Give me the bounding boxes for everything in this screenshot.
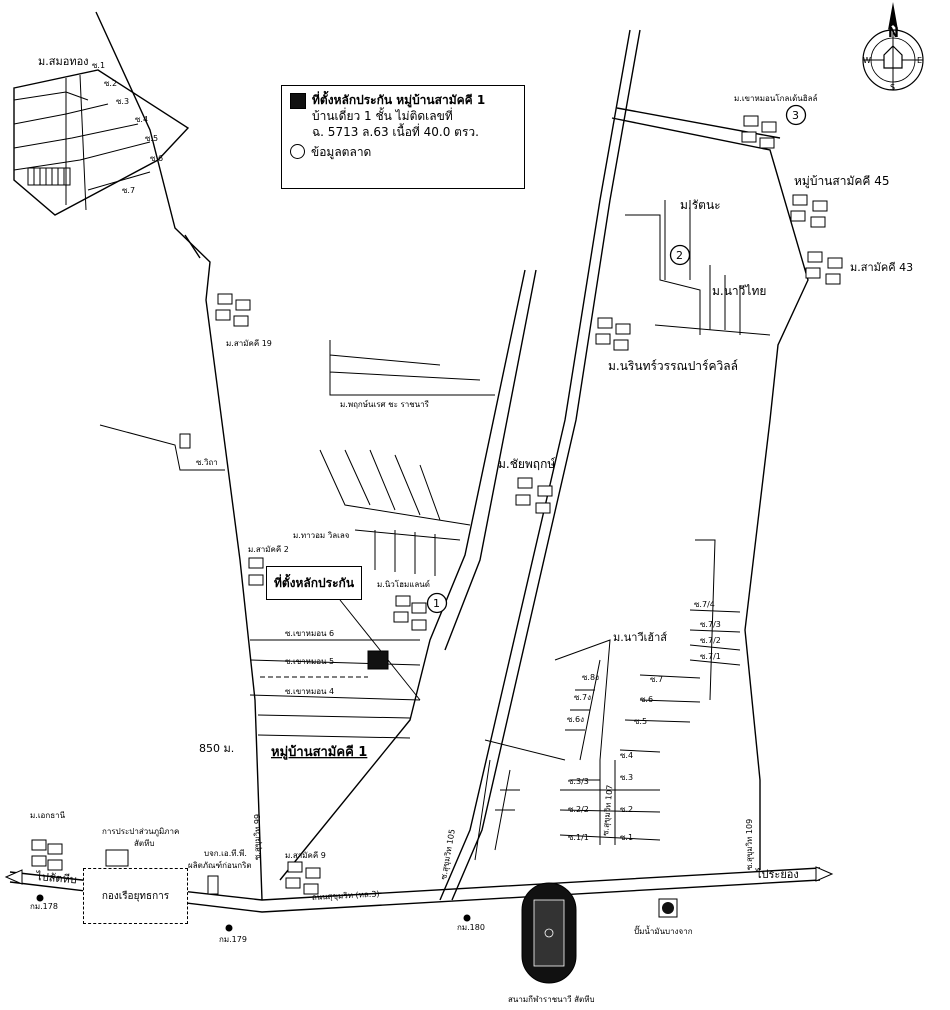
km180-marker-icon bbox=[463, 914, 471, 922]
marker-2-label: 2 bbox=[676, 249, 683, 262]
collateral-site-box: ที่ตั้งหลักประกัน bbox=[266, 566, 362, 600]
svg-text:ม.รัตนะ: ม.รัตนะ bbox=[680, 198, 721, 212]
stadium-icon bbox=[521, 882, 577, 984]
legend-market: ข้อมูลตลาด bbox=[290, 144, 516, 160]
east-streets bbox=[474, 200, 771, 861]
svg-text:ม.นรินทร์วรรณปาร์ควิลล์: ม.นรินทร์วรรณปาร์ควิลล์ bbox=[608, 359, 738, 373]
svg-text:850 ม.: 850 ม. bbox=[199, 742, 234, 755]
svg-text:ซ.เขาหมอน 4: ซ.เขาหมอน 4 bbox=[285, 687, 334, 696]
svg-text:ซ.สุขุมวิท 107: ซ.สุขุมวิท 107 bbox=[601, 784, 614, 836]
svg-text:ซ.เขาหมอน 5: ซ.เขาหมอน 5 bbox=[285, 657, 334, 666]
svg-text:ถนนสุขุมวิท (ทล.3): ถนนสุขุมวิท (ทล.3) bbox=[312, 889, 380, 902]
marker-3-label: 3 bbox=[792, 109, 799, 122]
compass-e-label: E bbox=[917, 56, 922, 65]
svg-text:ซ.7/4: ซ.7/4 bbox=[694, 600, 715, 609]
collateral-swatch-icon bbox=[290, 93, 306, 109]
svg-text:ม.เอกธานี: ม.เอกธานี bbox=[30, 811, 66, 820]
svg-text:ม.ทาวอม วิลเลจ: ม.ทาวอม วิลเลจ bbox=[293, 531, 350, 540]
svg-text:ซ.5: ซ.5 bbox=[145, 134, 158, 143]
navy-fleet-box: กองเรือยุทธการ bbox=[83, 868, 188, 924]
svg-text:ม.พฤกษ์นเรศ ชะ ราชนารี: ม.พฤกษ์นเรศ ชะ ราชนารี bbox=[340, 399, 430, 409]
svg-text:ม.นิวโฮมแลนด์: ม.นิวโฮมแลนด์ bbox=[377, 579, 430, 589]
compass bbox=[862, 2, 924, 91]
svg-text:ม.สามัคคี 9: ม.สามัคคี 9 bbox=[285, 851, 326, 860]
svg-text:ซ.7/1: ซ.7/1 bbox=[700, 652, 721, 661]
arrow-right-icon bbox=[815, 866, 834, 882]
svg-text:ม.นาวีไทย: ม.นาวีไทย bbox=[712, 284, 766, 298]
arrow-left-icon bbox=[4, 869, 23, 885]
gas-station-icon bbox=[658, 898, 678, 918]
svg-text:ปั๊มน้ำมันบางจาก: ปั๊มน้ำมันบางจาก bbox=[634, 925, 693, 936]
svg-text:บจก.เอ.ที.พี.: บจก.เอ.ที.พี. bbox=[204, 849, 247, 858]
svg-text:ม.ชัยพฤกษ์: ม.ชัยพฤกษ์ bbox=[498, 457, 556, 471]
svg-text:ซ.7/3: ซ.7/3 bbox=[700, 620, 721, 629]
sukhumvit-105-road bbox=[439, 29, 631, 901]
svg-text:ซ.สุขุมวิท 99: ซ.สุขุมวิท 99 bbox=[253, 814, 262, 860]
svg-text:ซ.2: ซ.2 bbox=[620, 805, 633, 814]
compass-w-label: W bbox=[863, 56, 871, 65]
house-clusters bbox=[31, 115, 843, 895]
road-center bbox=[279, 269, 526, 881]
legend-collateral: ที่ตั้งหลักประกัน หมู่บ้านสามัคคี 1 บ้าน… bbox=[290, 92, 516, 140]
svg-text:ซ.3: ซ.3 bbox=[116, 97, 129, 106]
svg-text:ผลิตภัณฑ์ก่อนกริต: ผลิตภัณฑ์ก่อนกริต bbox=[188, 860, 252, 870]
svg-text:ม.สามัคคี 19: ม.สามัคคี 19 bbox=[226, 339, 272, 348]
compass-n-label: N bbox=[888, 26, 899, 41]
som-thong-village bbox=[13, 69, 190, 216]
svg-text:ซ.1: ซ.1 bbox=[620, 833, 633, 842]
km178-marker-icon bbox=[36, 894, 44, 902]
svg-text:ซ.6: ซ.6 bbox=[640, 695, 653, 704]
svg-text:สนามกีฬาราชนาวี สัตหีบ: สนามกีฬาราชนาวี สัตหีบ bbox=[508, 995, 595, 1004]
compass-s-label: S bbox=[890, 83, 895, 92]
label-som-thong: ม.สมอทอง bbox=[38, 55, 89, 68]
svg-text:ซ.4: ซ.4 bbox=[135, 115, 148, 124]
svg-text:ซ.3: ซ.3 bbox=[620, 773, 633, 782]
road-west bbox=[95, 11, 263, 901]
svg-text:ซ.4: ซ.4 bbox=[620, 751, 633, 760]
svg-text:ซ.7/2: ซ.7/2 bbox=[700, 636, 721, 645]
map-labels: ม.สมอทอง ซ.1 ซ.2 ซ.3 ซ.4 ซ.5 ซ.6 ซ.7 ม.ส… bbox=[30, 26, 922, 1004]
svg-text:ไปสัตหีบ: ไปสัตหีบ bbox=[35, 870, 78, 887]
svg-text:ไประยอง: ไประยอง bbox=[755, 868, 799, 881]
svg-text:หมู่บ้านสามัคคี 45: หมู่บ้านสามัคคี 45 bbox=[794, 174, 890, 189]
legend: ที่ตั้งหลักประกัน หมู่บ้านสามัคคี 1 บ้าน… bbox=[281, 85, 525, 189]
svg-text:ซ.เขาหมอน 6: ซ.เขาหมอน 6 bbox=[285, 629, 334, 638]
road-east bbox=[611, 117, 809, 870]
svg-text:ซ.3/3: ซ.3/3 bbox=[568, 777, 589, 786]
svg-text:กม.179: กม.179 bbox=[219, 935, 247, 944]
svg-text:ซ.2/2: ซ.2/2 bbox=[568, 805, 589, 814]
market-circle-icon bbox=[290, 144, 305, 159]
km179-marker-icon bbox=[225, 924, 233, 932]
svg-text:ม.สามัคคี 2: ม.สามัคคี 2 bbox=[248, 545, 289, 554]
compass-north-arrow-icon bbox=[888, 2, 898, 30]
svg-text:ซ.สุขุมวิท 109: ซ.สุขุมวิท 109 bbox=[745, 819, 754, 870]
svg-text:ซ.6: ซ.6 bbox=[150, 154, 163, 163]
market-data-markers bbox=[426, 104, 807, 614]
svg-text:กม.178: กม.178 bbox=[30, 902, 58, 911]
collateral-marker bbox=[367, 650, 389, 670]
svg-text:ซ.7ง: ซ.7ง bbox=[574, 693, 591, 702]
svg-text:ม.นาวีเฮ้าส์: ม.นาวีเฮ้าส์ bbox=[613, 631, 667, 644]
svg-text:ซ.วิถา: ซ.วิถา bbox=[196, 458, 218, 467]
svg-text:ซ.8ง: ซ.8ง bbox=[582, 673, 599, 682]
svg-text:กม.180: กม.180 bbox=[457, 923, 485, 932]
svg-text:ซ.7: ซ.7 bbox=[122, 186, 135, 195]
svg-text:หมู่บ้านสามัคคี 1: หมู่บ้านสามัคคี 1 bbox=[271, 744, 367, 760]
svg-text:ซ.7: ซ.7 bbox=[650, 675, 663, 684]
svg-text:ซ.1: ซ.1 bbox=[92, 61, 105, 70]
svg-text:สัตหีบ: สัตหีบ bbox=[134, 839, 154, 848]
svg-text:ซ.6ง: ซ.6ง bbox=[567, 715, 584, 724]
marker-1-label: 1 bbox=[433, 597, 440, 610]
svg-text:ม.สามัคคี 43: ม.สามัคคี 43 bbox=[850, 261, 913, 274]
svg-text:ซ.2: ซ.2 bbox=[104, 79, 117, 88]
center-streets bbox=[99, 340, 495, 739]
svg-text:ซ.1/1: ซ.1/1 bbox=[568, 833, 589, 842]
svg-text:ซ.สุขุมวิท 105: ซ.สุขุมวิท 105 bbox=[439, 828, 457, 880]
svg-text:ซ.5: ซ.5 bbox=[634, 717, 647, 726]
svg-text:การประปาส่วนภูมิภาค: การประปาส่วนภูมิภาค bbox=[102, 827, 179, 837]
svg-text:ม.เขาหมอนโกลเด้นฮิลล์: ม.เขาหมอนโกลเด้นฮิลล์ bbox=[734, 93, 818, 103]
